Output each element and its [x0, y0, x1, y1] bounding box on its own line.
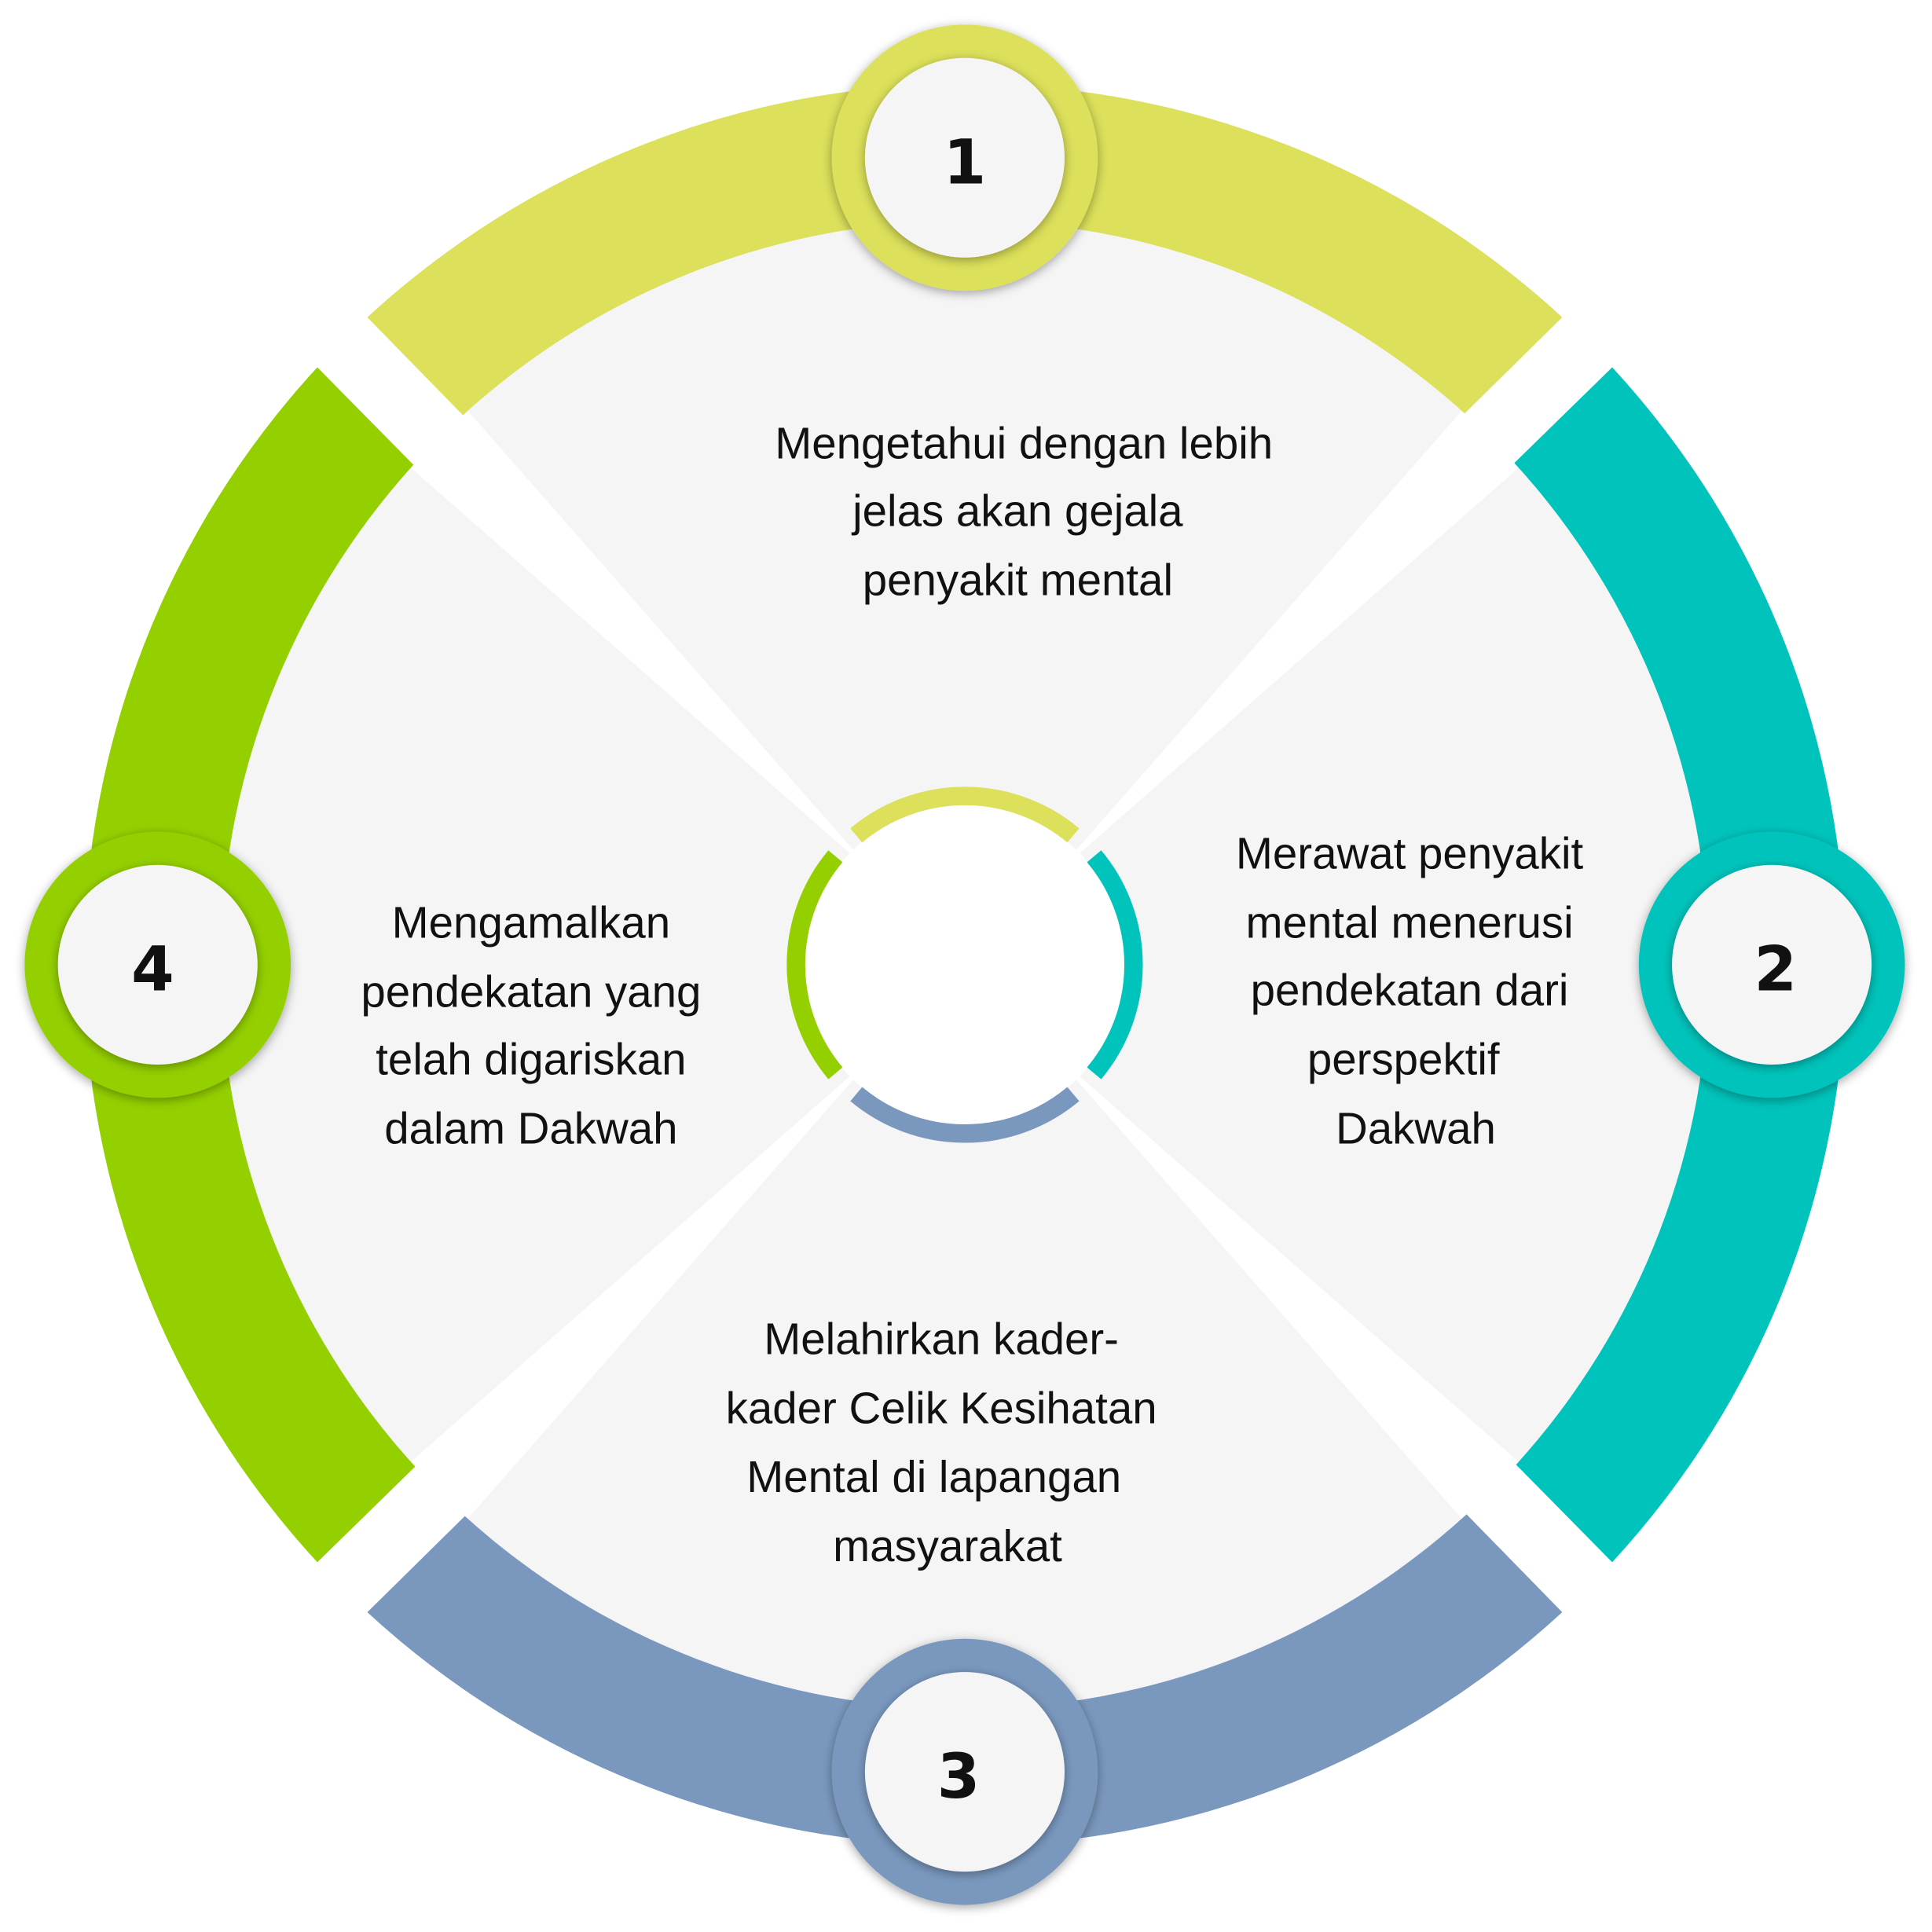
step-2-line: pendekatan dari	[1251, 966, 1569, 1015]
step-4-line: Mengamalkan	[392, 897, 670, 947]
step-1-line: Mengetahui dengan lebih	[775, 418, 1273, 467]
step-4-line: dalam Dakwah	[384, 1103, 677, 1153]
step-2-line: Dakwah	[1336, 1103, 1496, 1153]
step-3-line: masyarakat	[833, 1521, 1062, 1571]
step-2-line: Merawat penyakit	[1236, 829, 1584, 878]
step-2-number: 2	[1754, 934, 1798, 1006]
step-2-badge: 2	[1638, 831, 1905, 1098]
badge-inner	[1672, 864, 1872, 1065]
step-4-line: pendekatan yang	[361, 966, 701, 1016]
step-2-inner-arc	[1087, 850, 1143, 1080]
step-3-arrow-band	[367, 1514, 1563, 1846]
badge-inner	[864, 57, 1065, 258]
step-2-line: perspektif	[1307, 1035, 1500, 1084]
step-3-badge: 3	[831, 1638, 1098, 1905]
step-3-inner-arc	[850, 1087, 1080, 1143]
sector-divider	[303, 1051, 878, 1626]
step-2-text: Merawat penyakit mental menerusi pendeka…	[1236, 829, 1584, 1153]
sector-divider	[1051, 1051, 1626, 1626]
step-1-badge: 1	[831, 24, 1098, 291]
center-circle	[805, 805, 1125, 1125]
step-4-inner-arc	[786, 850, 843, 1080]
step-3-line: kader Celik Kesihatan	[726, 1383, 1157, 1432]
step-3-text: Melahirkan kader- kader Celik Kesihatan …	[726, 1314, 1157, 1570]
step-4-number: 4	[131, 934, 174, 1006]
step-1-inner-arc	[850, 786, 1080, 843]
badge-inner	[57, 864, 258, 1065]
badge-inner	[864, 1672, 1065, 1872]
step-1-line: jelas akan gejala	[851, 486, 1183, 536]
step-3-line: Mental di lapangan	[746, 1452, 1121, 1501]
step-2-arrow-band	[1514, 367, 1846, 1563]
step-4-arrow-band	[83, 367, 416, 1563]
step-4-badge: 4	[24, 831, 291, 1098]
step-3-number: 3	[937, 1741, 981, 1813]
step-1-number: 1	[944, 127, 987, 199]
step-2-line: mental menerusi	[1245, 897, 1573, 947]
step-1-line: penyakit mental	[863, 555, 1173, 604]
step-4-line: telah digariskan	[376, 1035, 686, 1084]
step-1-text: Mengetahui dengan lebih jelas akan gejal…	[775, 418, 1273, 604]
step-1-arrow-band	[367, 83, 1563, 416]
step-4-text: Mengamalkan pendekatan yang telah digari…	[361, 897, 701, 1153]
sector-divider	[303, 303, 878, 878]
sector-divider	[1051, 303, 1626, 878]
step-3-line: Melahirkan kader-	[764, 1314, 1119, 1363]
